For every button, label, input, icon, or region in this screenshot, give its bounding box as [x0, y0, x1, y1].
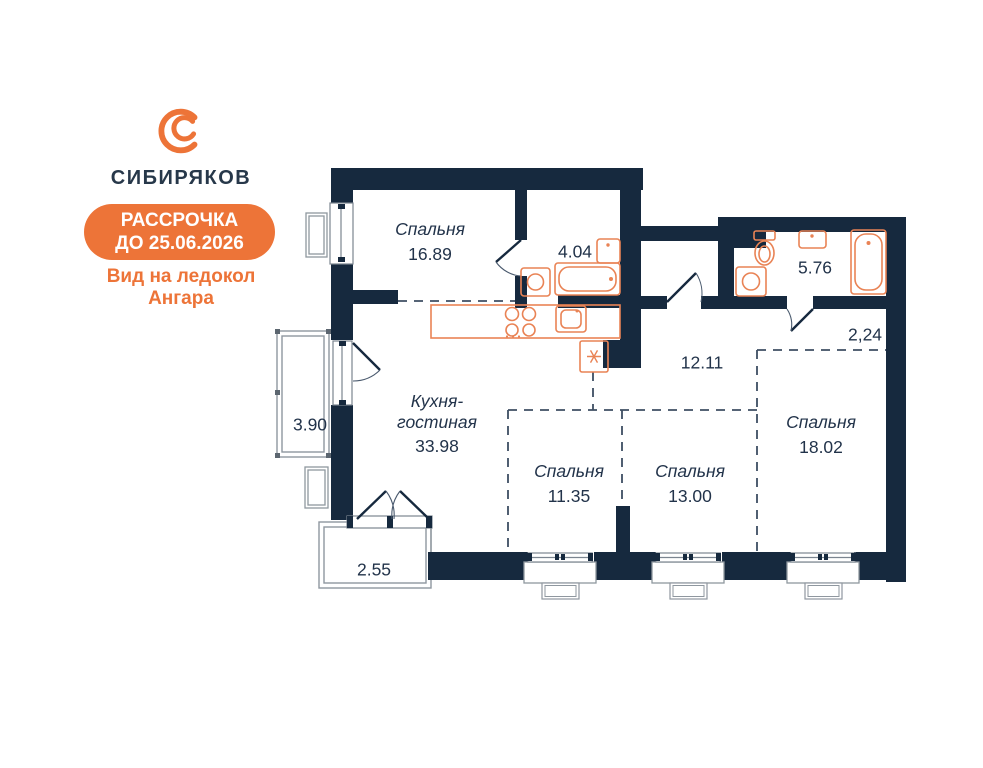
room-label: Кухня-гостиная — [397, 390, 477, 432]
room-kitchen-living: Кухня-гостиная 33.98 — [387, 391, 487, 457]
room-area: 5.76 — [797, 257, 833, 278]
exterior-basket — [304, 212, 329, 509]
room-label: Спальня — [395, 219, 465, 240]
room-area: 11.35 — [547, 485, 591, 506]
toilet-icon — [753, 230, 776, 266]
room-area: 16.89 — [408, 243, 452, 264]
room-label: Спальня — [786, 412, 856, 433]
window-bedroom-2 — [523, 552, 597, 600]
room-bedroom-4: Спальня 18.02 — [786, 412, 856, 458]
washing-machine-icon — [520, 267, 551, 297]
sink-icon — [596, 238, 621, 264]
brand-name: СИБИРЯКОВ — [110, 167, 252, 189]
room-area: 13.00 — [668, 485, 712, 506]
tagline-line1: Вид на ледокол — [106, 266, 256, 287]
window-bedroom-3 — [651, 552, 725, 600]
room-area: 2,24 — [847, 324, 883, 345]
walls — [331, 168, 906, 582]
badge-line2: ДО 25.06.2026 — [115, 233, 244, 254]
washing-machine-2-icon — [735, 266, 767, 297]
window-balcony-door — [332, 340, 353, 406]
sink-2-icon — [798, 230, 827, 249]
room-loggia-side: 3.90 — [293, 415, 327, 436]
stove-icon — [504, 306, 537, 338]
room-area: 18.02 — [799, 436, 843, 457]
room-bedroom-1: Спальня 16.89 — [395, 219, 465, 265]
window-bedroom-1 — [329, 202, 354, 265]
room-bathroom-small: 4.04 — [558, 242, 592, 263]
kitchen-sink-icon — [555, 305, 587, 333]
door-swings — [352, 239, 814, 520]
bathtub-2-icon — [850, 229, 887, 295]
fridge-icon — [579, 340, 609, 373]
room-area: 4.04 — [557, 241, 593, 262]
room-bedroom-3: Спальня 13.00 — [655, 461, 725, 507]
sibiryakov-logo — [158, 108, 198, 154]
room-bedroom-2: Спальня 11.35 — [534, 461, 604, 507]
french-door-frame — [346, 515, 433, 529]
room-bathroom-large: 5.76 — [798, 258, 832, 279]
room-label: Спальня — [534, 461, 604, 482]
room-wardrobe: 2,24 — [848, 325, 882, 346]
room-label: Спальня — [655, 461, 725, 482]
kitchen-counter — [430, 304, 621, 339]
room-area: 33.98 — [415, 436, 459, 457]
bathtub-icon — [554, 262, 621, 296]
room-area: 12.11 — [680, 352, 724, 373]
balcony-side — [275, 329, 331, 458]
room-loggia-bottom: 2.55 — [357, 560, 391, 581]
badge-line1: РАССРОЧКА — [120, 210, 239, 231]
room-hallway: 12.11 — [681, 353, 724, 374]
window-bedroom-4 — [786, 552, 860, 600]
room-area: 3.90 — [292, 414, 328, 435]
installment-badge: РАССРОЧКА ДО 25.06.2026 — [84, 204, 275, 260]
view-tagline: Вид на ледокол Ангара — [78, 266, 284, 310]
dashed-partitions — [398, 300, 886, 552]
tagline-line2: Ангара — [148, 288, 214, 309]
room-area: 2.55 — [356, 559, 392, 580]
